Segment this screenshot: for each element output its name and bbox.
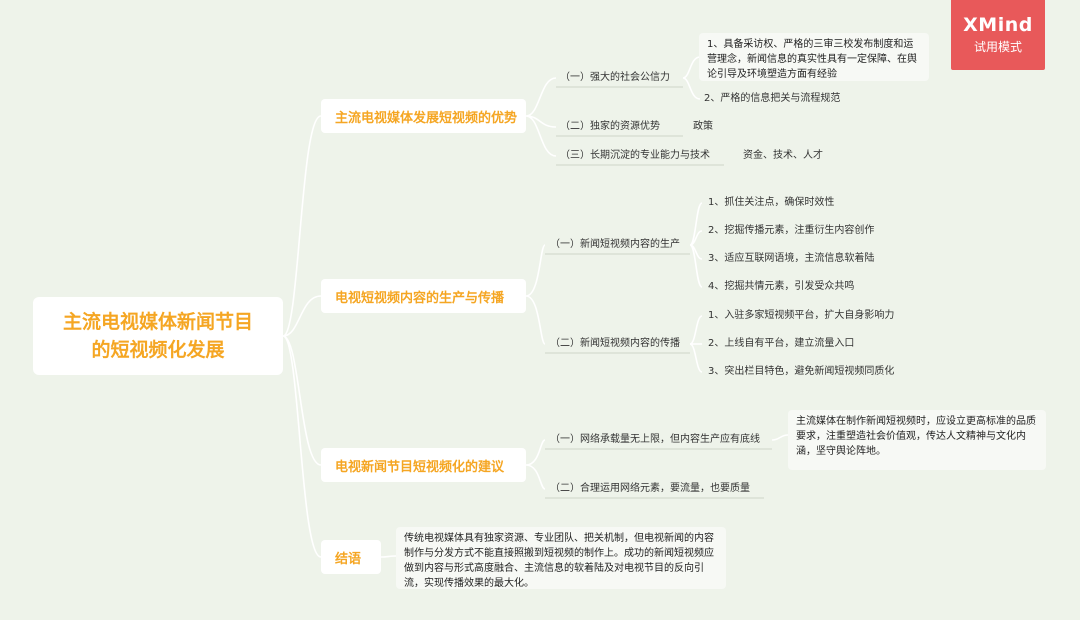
sub-bottom-line[interactable]: （一）网络承载量无上限，但内容生产应有底线 [550, 434, 760, 445]
xmind-trial-badge[interactable]: XMind 试用模式 [951, 0, 1045, 70]
connector-b3s1 [771, 434, 789, 441]
branch-production[interactable]: 电视短视频内容的生产与传播 [321, 279, 526, 313]
branch-suggestions[interactable]: 电视新闻节目短视频化的建议 [321, 448, 526, 482]
sub-production[interactable]: （一）新闻短视频内容的生产 [550, 239, 680, 250]
root-topic[interactable]: 主流电视媒体新闻节目 的短视频化发展 [33, 297, 283, 375]
connector-root [282, 115, 322, 558]
leaf-production-4[interactable]: 4、挖掘共情元素，引发受众共鸣 [708, 281, 855, 292]
sub-network-elements[interactable]: （二）合理运用网络元素，要流量，也要质量 [550, 483, 750, 494]
leaf-production-3[interactable]: 3、适应互联网语境，主流信息软着陆 [708, 253, 875, 264]
leaf-policy[interactable]: 政策 [693, 121, 713, 132]
connector-b2s2 [689, 315, 703, 373]
connector-b4 [380, 555, 397, 558]
leaf-production-1[interactable]: 1、抓住关注点，确保时效性 [708, 197, 835, 208]
connector-b2s1 [689, 202, 703, 288]
sub-capability[interactable]: （三）长期沉淀的专业能力与技术 [560, 150, 710, 161]
sub-credibility[interactable]: （一）强大的社会公信力 [560, 72, 670, 83]
leaf-capability[interactable]: 资金、技术、人才 [743, 150, 823, 161]
leaf-bottom-line[interactable]: 主流媒体在制作新闻短视频时，应设立更高标准的品质要求，注重塑造社会价值观，传达人… [788, 410, 1046, 470]
leaf-credibility-1[interactable]: 1、具备采访权、严格的三审三校发布制度和运营理念，新闻信息的真实性具有一定保障、… [699, 33, 929, 81]
sub-resources[interactable]: （二）独家的资源优势 [560, 121, 660, 132]
branch-advantages[interactable]: 主流电视媒体发展短视频的优势 [321, 99, 526, 133]
leaf-distribution-1[interactable]: 1、入驻多家短视频平台，扩大自身影响力 [708, 310, 895, 321]
leaf-production-2[interactable]: 2、挖掘传播元素，注重衍生内容创作 [708, 225, 875, 236]
trial-mode-label: 试用模式 [973, 40, 1022, 54]
leaf-distribution-3[interactable]: 3、突出栏目特色，避免新闻短视频同质化 [708, 366, 895, 377]
conclusion-text[interactable]: 传统电视媒体具有独家资源、专业团队、把关机制，但电视新闻的内容制作与分发方式不能… [396, 527, 726, 589]
sub-distribution[interactable]: （二）新闻短视频内容的传播 [550, 338, 680, 349]
connector-b2 [525, 244, 546, 345]
xmind-logo-text: XMind [963, 14, 1033, 36]
connector-b3 [525, 439, 546, 490]
connector-b1s1 [682, 56, 701, 100]
leaf-credibility-2[interactable]: 2、严格的信息把关与流程规范 [704, 93, 841, 104]
branch-conclusion[interactable]: 结语 [321, 540, 381, 574]
leaf-distribution-2[interactable]: 2、上线自有平台，建立流量入口 [708, 338, 855, 349]
connector-b1 [525, 77, 557, 157]
